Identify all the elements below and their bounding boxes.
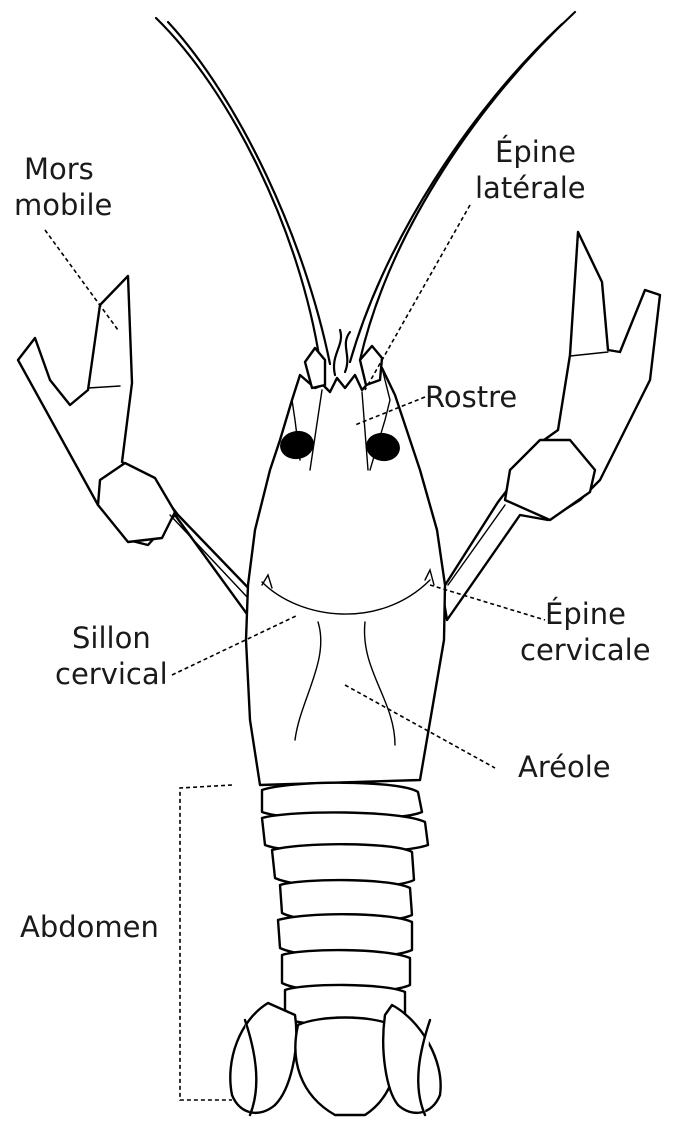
- label-epine-cervicale-line1: Épine: [545, 597, 626, 631]
- abdomen-bracket: [180, 785, 232, 1100]
- right-claw: [442, 232, 660, 620]
- leader-mors-mobile: [45, 230, 118, 330]
- label-mors-mobile-line1: Mors: [24, 152, 94, 186]
- label-epine-laterale-line1: Épine: [495, 135, 576, 169]
- label-epine-laterale-line2: latérale: [475, 171, 586, 205]
- label-mors-mobile-line2: mobile: [14, 188, 112, 222]
- label-rostre: Rostre: [425, 380, 517, 414]
- abdomen: [262, 783, 428, 1026]
- carapace: [246, 330, 445, 785]
- label-epine-cervicale-line2: cervicale: [520, 633, 651, 667]
- label-areole: Aréole: [518, 750, 611, 784]
- left-claw: [18, 276, 258, 625]
- tail-fan: [230, 1003, 440, 1115]
- label-sillon-cervical-line2: cervical: [55, 657, 168, 691]
- label-abdomen: Abdomen: [20, 910, 159, 944]
- label-sillon-cervical-line1: Sillon: [72, 621, 151, 655]
